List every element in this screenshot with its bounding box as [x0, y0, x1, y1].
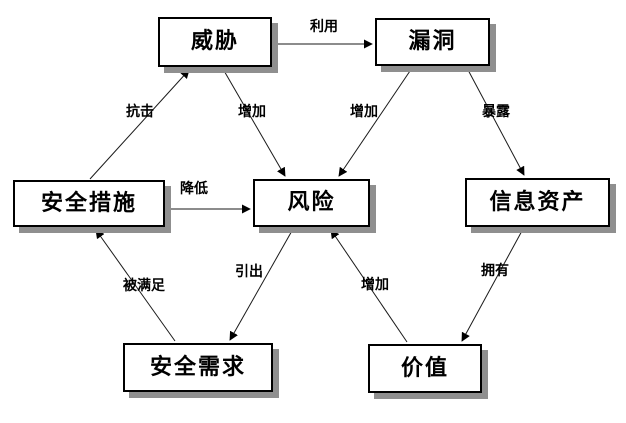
- edge-label-exploit: 利用: [310, 19, 338, 35]
- node-risk-label: 风险: [287, 190, 336, 215]
- node-value: 价值: [368, 344, 482, 393]
- node-threat-label: 威胁: [190, 29, 239, 54]
- edge-label-reduce: 降低: [180, 181, 208, 197]
- edge-label-satisfied: 被满足: [123, 278, 165, 294]
- edge-resist: [89, 69, 190, 180]
- edge-label-increase-vuln: 增加: [350, 104, 378, 120]
- node-risk: 风险: [253, 179, 370, 227]
- edge-label-expose: 暴露: [482, 104, 510, 120]
- node-safeguards-label: 安全措施: [40, 190, 137, 216]
- edge-label-increase-threat: 增加: [238, 104, 266, 120]
- edge-increase-value: [330, 229, 408, 343]
- node-vulnerability-label: 漏洞: [408, 29, 457, 54]
- node-value-label: 价值: [400, 355, 449, 381]
- edge-label-resist: 抗击: [126, 104, 154, 120]
- edge-increase-threat: [222, 68, 286, 177]
- edge-own: [461, 228, 524, 342]
- node-safeguards: 安全措施: [13, 180, 165, 227]
- edge-label-own: 拥有: [481, 263, 509, 279]
- edge-increase-vuln: [338, 67, 413, 177]
- node-vulnerability: 漏洞: [375, 18, 490, 66]
- edge-label-derive: 引出: [235, 264, 263, 280]
- node-threat: 威胁: [158, 17, 272, 67]
- node-assets: 信息资产: [465, 178, 610, 227]
- node-assets-label: 信息资产: [489, 189, 586, 215]
- node-requirements: 安全需求: [123, 343, 273, 392]
- edge-expose: [466, 67, 525, 176]
- edge-satisfied: [95, 229, 176, 342]
- node-requirements-label: 安全需求: [149, 354, 246, 380]
- edge-derive: [229, 228, 294, 341]
- edge-label-increase-value: 增加: [361, 277, 389, 293]
